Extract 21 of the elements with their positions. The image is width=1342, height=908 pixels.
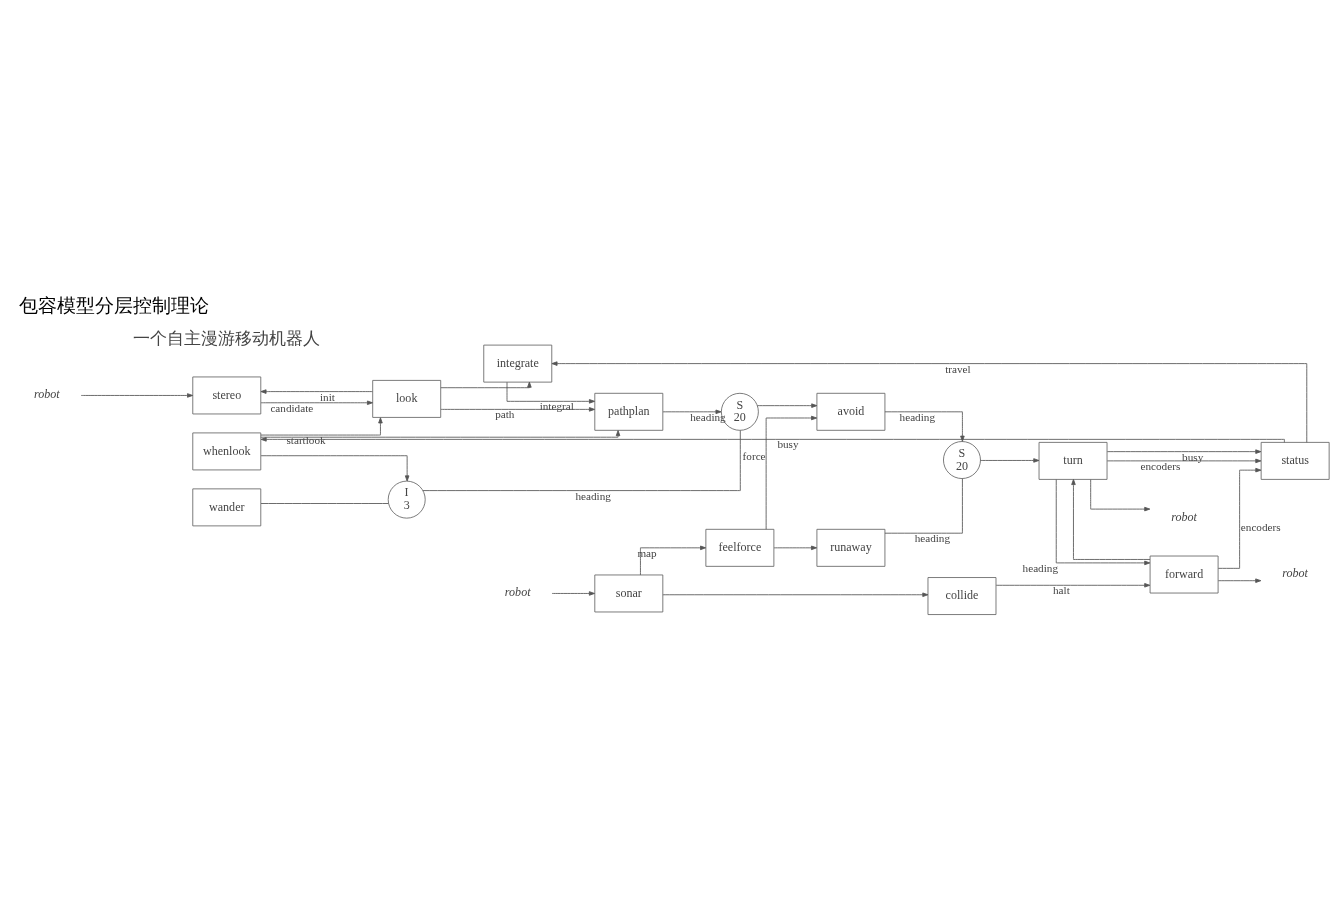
node-text: robot <box>33 386 60 401</box>
edge-label: heading <box>690 410 726 423</box>
edge-label: travel <box>945 362 971 375</box>
edge-label: busy <box>777 438 799 451</box>
edge-label: heading <box>914 532 951 545</box>
edge-label: heading <box>575 489 611 502</box>
edge-label: busy <box>1182 450 1204 463</box>
edge-label: heading <box>1022 561 1059 574</box>
edge-label: halt <box>1053 584 1070 597</box>
edge-label: encoders <box>1240 520 1281 533</box>
edge-label: path <box>495 408 515 421</box>
node-text: robot <box>1282 565 1308 580</box>
edge-label: heading <box>899 410 936 423</box>
edge-label: candidate <box>270 401 314 414</box>
edge-label: force <box>742 449 766 462</box>
edge-label: init <box>319 390 335 403</box>
label: 一个自主漫游移动机器人 <box>133 328 321 348</box>
node-text: robot <box>504 584 531 599</box>
edge-label: encoders <box>1140 459 1181 472</box>
diagram-title: 包容模型分层控制理论 <box>18 295 209 317</box>
node-text: robot <box>1171 509 1197 524</box>
